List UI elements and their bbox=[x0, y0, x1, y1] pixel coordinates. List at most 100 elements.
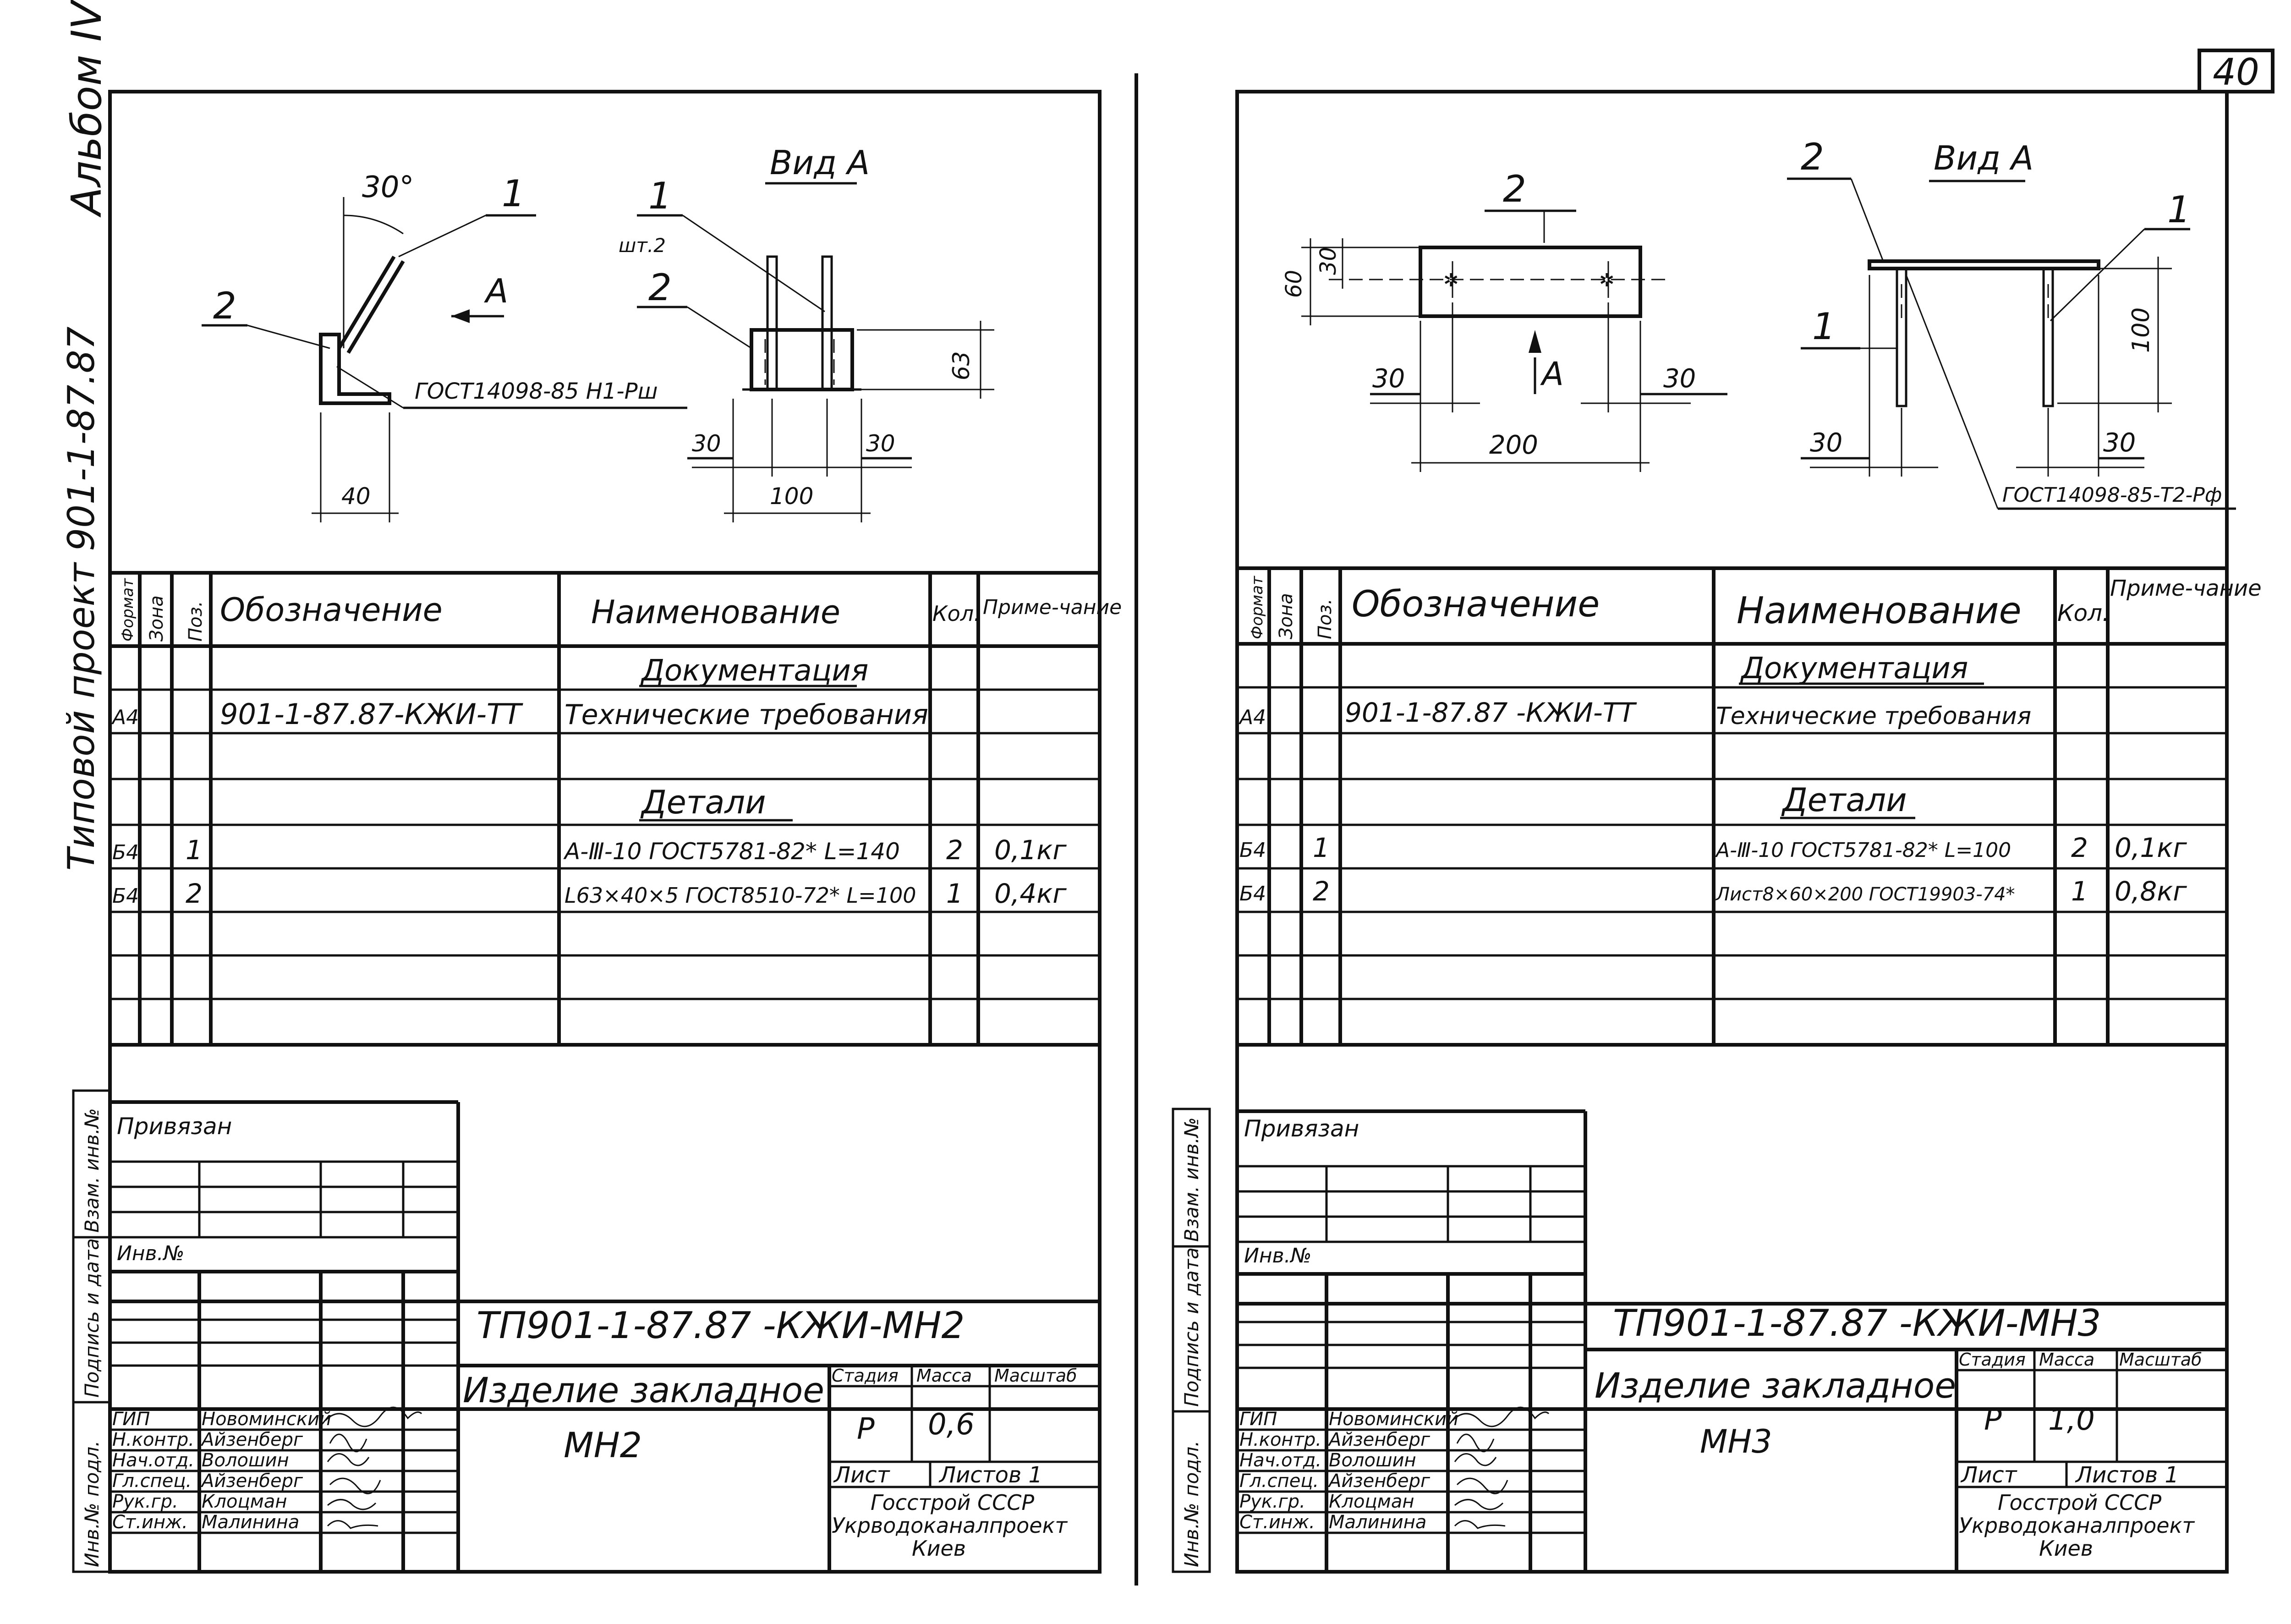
th-format: Формат bbox=[1248, 576, 1266, 639]
stamp-code: ТП901-1-87.87 -КЖИ-МН2 bbox=[477, 1304, 965, 1347]
angle-label: 30° bbox=[362, 170, 414, 204]
row-note: 0,8кг bbox=[2115, 876, 2187, 907]
sheet-mn3: Взам. инв.№ Подпись и дата Инв.№ подл. 2… bbox=[1172, 90, 2262, 1574]
title-block-mn3: Привязан Инв.№ ТП901-1-8 bbox=[1237, 1109, 2227, 1572]
sig-role: Ст.инж. bbox=[1239, 1512, 1315, 1533]
sig-name: Клоцман bbox=[202, 1491, 287, 1512]
row-format: Б4 bbox=[1239, 882, 1266, 905]
stamp-masshtab: Масштаб bbox=[994, 1366, 1077, 1386]
stamp-title-line1: Изделие закладное bbox=[1595, 1365, 1956, 1406]
sig-name: Малинина bbox=[1329, 1512, 1426, 1533]
row-name: А-Ⅲ-10 ГОСТ5781-82* L=140 bbox=[563, 838, 900, 865]
weld-note-b: ГОСТ14098-85-Т2-Рф bbox=[2002, 483, 2222, 507]
stamp-title-line2: МН2 bbox=[564, 1425, 642, 1465]
stamp-massa: Масса bbox=[2039, 1350, 2094, 1370]
sheet-mn2: Взам. инв.№ Подпись и дата Инв.№ подл. 3… bbox=[72, 90, 1122, 1574]
pos2-label-d: 2 bbox=[1801, 136, 1824, 178]
stamp-org2: Укрводоканалпроект bbox=[1959, 1513, 2195, 1538]
sig-role: Нач.отд. bbox=[1239, 1450, 1321, 1471]
page-number: 40 bbox=[2213, 51, 2259, 93]
stamp-title-line1: Изделие закладное bbox=[463, 1370, 824, 1410]
stamp-stage-value: Р bbox=[1984, 1403, 2002, 1437]
dim-30-vert: 30 bbox=[1315, 247, 1341, 275]
stamp-privyazan: Привязан bbox=[117, 1113, 232, 1140]
sig-name: Волошин bbox=[1329, 1450, 1416, 1471]
row-format: Б4 bbox=[112, 884, 139, 908]
stamp-list: Лист bbox=[833, 1462, 891, 1488]
pos1-label-c: 1 bbox=[1812, 305, 1836, 348]
row-pos: 2 bbox=[186, 878, 203, 909]
row-pos: 1 bbox=[186, 834, 203, 866]
stamp-massa: Масса bbox=[916, 1366, 972, 1386]
sig-name: Айзенберг bbox=[1327, 1470, 1431, 1492]
stamp-mass-value: 0,6 bbox=[928, 1408, 975, 1442]
drawing-mn3: 2 ✲ ✲ 60 30 А bbox=[1281, 136, 2236, 510]
th-primechanie: Приме-чание bbox=[2110, 576, 2262, 601]
stamp-stadiya: Стадия bbox=[832, 1366, 899, 1386]
view-a-title: Вид А bbox=[1934, 139, 2033, 177]
section-parts: Детали bbox=[1781, 781, 1907, 819]
sig-role: Н.контр. bbox=[1239, 1429, 1321, 1450]
stamp-inv-no: Инв.№ bbox=[1244, 1244, 1311, 1267]
th-poz: Поз. bbox=[185, 601, 206, 642]
th-zona: Зона bbox=[1276, 593, 1297, 639]
dim-30-left: 30 bbox=[1372, 364, 1405, 394]
th-kol: Кол. bbox=[932, 601, 981, 626]
row-qty: 2 bbox=[2071, 832, 2088, 863]
stamp-stage-value: Р bbox=[857, 1412, 875, 1446]
dim-100: 100 bbox=[2127, 307, 2155, 353]
handwritten-signatures bbox=[324, 1406, 422, 1529]
dim-40: 40 bbox=[341, 483, 371, 510]
stamp-title-line2: МН3 bbox=[1700, 1423, 1772, 1460]
dim-63: 63 bbox=[948, 351, 975, 380]
pos2-label-c: 2 bbox=[1503, 168, 1526, 210]
th-format: Формат bbox=[119, 578, 137, 642]
doc-name: Технические требования bbox=[565, 699, 928, 731]
row-format: Б4 bbox=[112, 841, 139, 864]
stud-mark: ✲ bbox=[1599, 270, 1615, 291]
sig-name: Малинина bbox=[202, 1512, 299, 1533]
section-docs: Документация bbox=[1740, 652, 1968, 686]
doc-designation: 901-1-87.87 -КЖИ-ТТ bbox=[1345, 697, 1637, 728]
stamp-org2: Укрводоканалпроект bbox=[832, 1513, 1068, 1538]
sig-name: Клоцман bbox=[1329, 1491, 1414, 1512]
row-name: L63×40×5 ГОСТ8510-72* L=100 bbox=[565, 883, 916, 908]
sig-name: Новоминский bbox=[202, 1409, 331, 1430]
dim-30-right: 30 bbox=[866, 430, 895, 457]
sig-role: ГИП bbox=[112, 1409, 150, 1430]
doc-name: Технические требования bbox=[1716, 702, 2031, 730]
spec-table-mn3: Формат Зона Поз. Обозначение Наименовани… bbox=[1237, 566, 2262, 1047]
section-docs: Документация bbox=[640, 654, 868, 688]
handwritten-signatures bbox=[1452, 1406, 1550, 1529]
pos2-label-a: 2 bbox=[213, 285, 236, 327]
dim-30-left: 30 bbox=[692, 430, 721, 457]
stamp-org1: Госстрой СССР bbox=[871, 1490, 1034, 1515]
th-primechanie: Приме-чание bbox=[983, 596, 1122, 619]
drawing-mn2: 30° 1 2 А ГОСТ14098-85 Н1-Рш 40 Вид А bbox=[202, 143, 994, 522]
sig-name: Айзенберг bbox=[200, 1470, 303, 1492]
pos1-label-b: 1 bbox=[648, 175, 672, 217]
pos2-label-b: 2 bbox=[648, 266, 672, 309]
sig-role: Гл.спец. bbox=[1239, 1470, 1319, 1492]
side-label-inv-podl: Инв.№ подл. bbox=[81, 1441, 103, 1567]
dim-30-d: 30 bbox=[2103, 428, 2136, 458]
sig-name: Айзенберг bbox=[200, 1429, 303, 1450]
signature-list: ГИП Новоминский Н.контр. Айзенберг Нач.о… bbox=[112, 1409, 331, 1533]
stamp-masshtab: Масштаб bbox=[2119, 1350, 2202, 1370]
th-oboznachenie: Обозначение bbox=[220, 591, 443, 629]
stamp-org1: Госстрой СССР bbox=[1998, 1490, 2161, 1515]
stamp-listov: Листов 1 bbox=[938, 1462, 1042, 1488]
sig-name: Волошин bbox=[202, 1450, 289, 1471]
weld-note-a: ГОСТ14098-85 Н1-Рш bbox=[415, 379, 658, 404]
spec-row: Б4 2 Лист8×60×200 ГОСТ19903-74* 1 0,8кг bbox=[1239, 876, 2187, 907]
row-note: 0,1кг bbox=[994, 834, 1067, 866]
dim-100: 100 bbox=[770, 483, 813, 510]
row-qty: 1 bbox=[2071, 876, 2088, 907]
sig-role: Н.контр. bbox=[112, 1429, 194, 1450]
th-naimenovanie: Наименование bbox=[1737, 589, 2022, 632]
sig-name: Новоминский bbox=[1329, 1409, 1458, 1430]
th-poz: Поз. bbox=[1315, 598, 1336, 639]
doc-designation: 901-1-87.87-КЖИ-ТТ bbox=[220, 697, 523, 731]
stamp-stadiya: Стадия bbox=[1959, 1350, 2026, 1370]
